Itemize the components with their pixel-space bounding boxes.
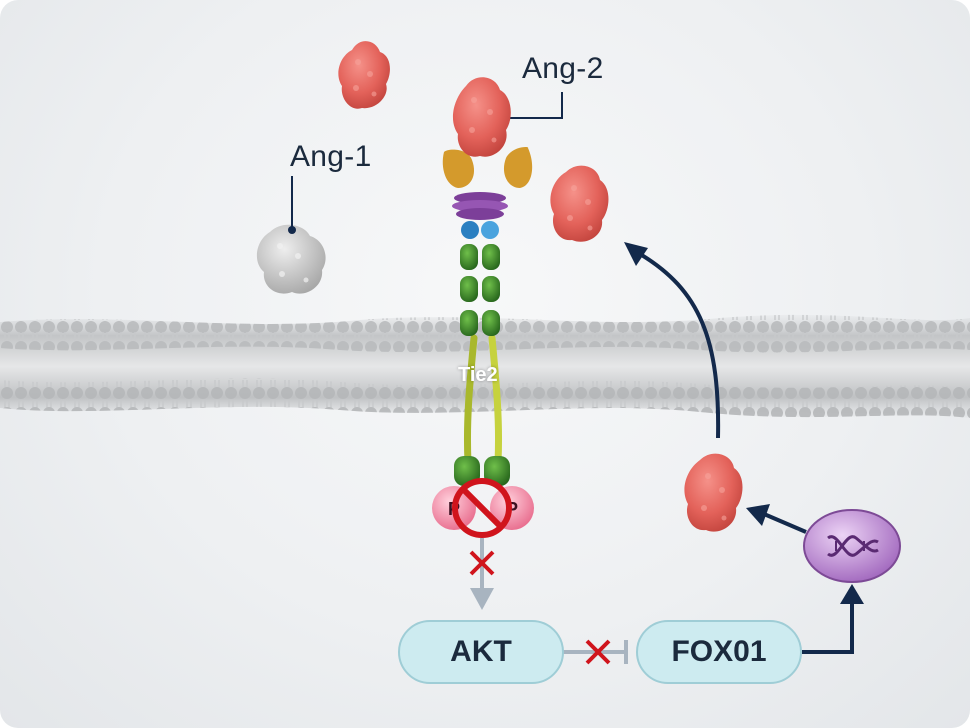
ang1-label: Ang-1 [290,140,372,173]
ang2-protein-top [338,41,390,109]
red-x-icon-inhibition [585,639,611,665]
prohibition-icon [452,478,512,538]
fox01-node: FOX01 [636,620,802,684]
akt-node: AKT [398,620,564,684]
ang2-protein-produced [684,453,743,532]
akt-fox01-inhibition [562,640,628,664]
dna-icon [803,509,901,583]
cell-membrane [0,314,970,418]
ang1-leader-line [288,176,296,234]
akt-label: AKT [450,635,512,668]
tie2-label: Tie2 [458,364,498,386]
ang2-protein-right [550,165,609,242]
fox01-to-dna-arrow [802,584,864,654]
tie2-receptor [442,77,533,486]
red-x-icon-activation [469,550,495,576]
ang2-label: Ang-2 [522,52,604,85]
dna-to-ang2-arrow [746,504,807,534]
secretion-arrow [624,242,721,439]
fox01-label: FOX01 [671,635,767,668]
ang1-protein [256,224,326,294]
